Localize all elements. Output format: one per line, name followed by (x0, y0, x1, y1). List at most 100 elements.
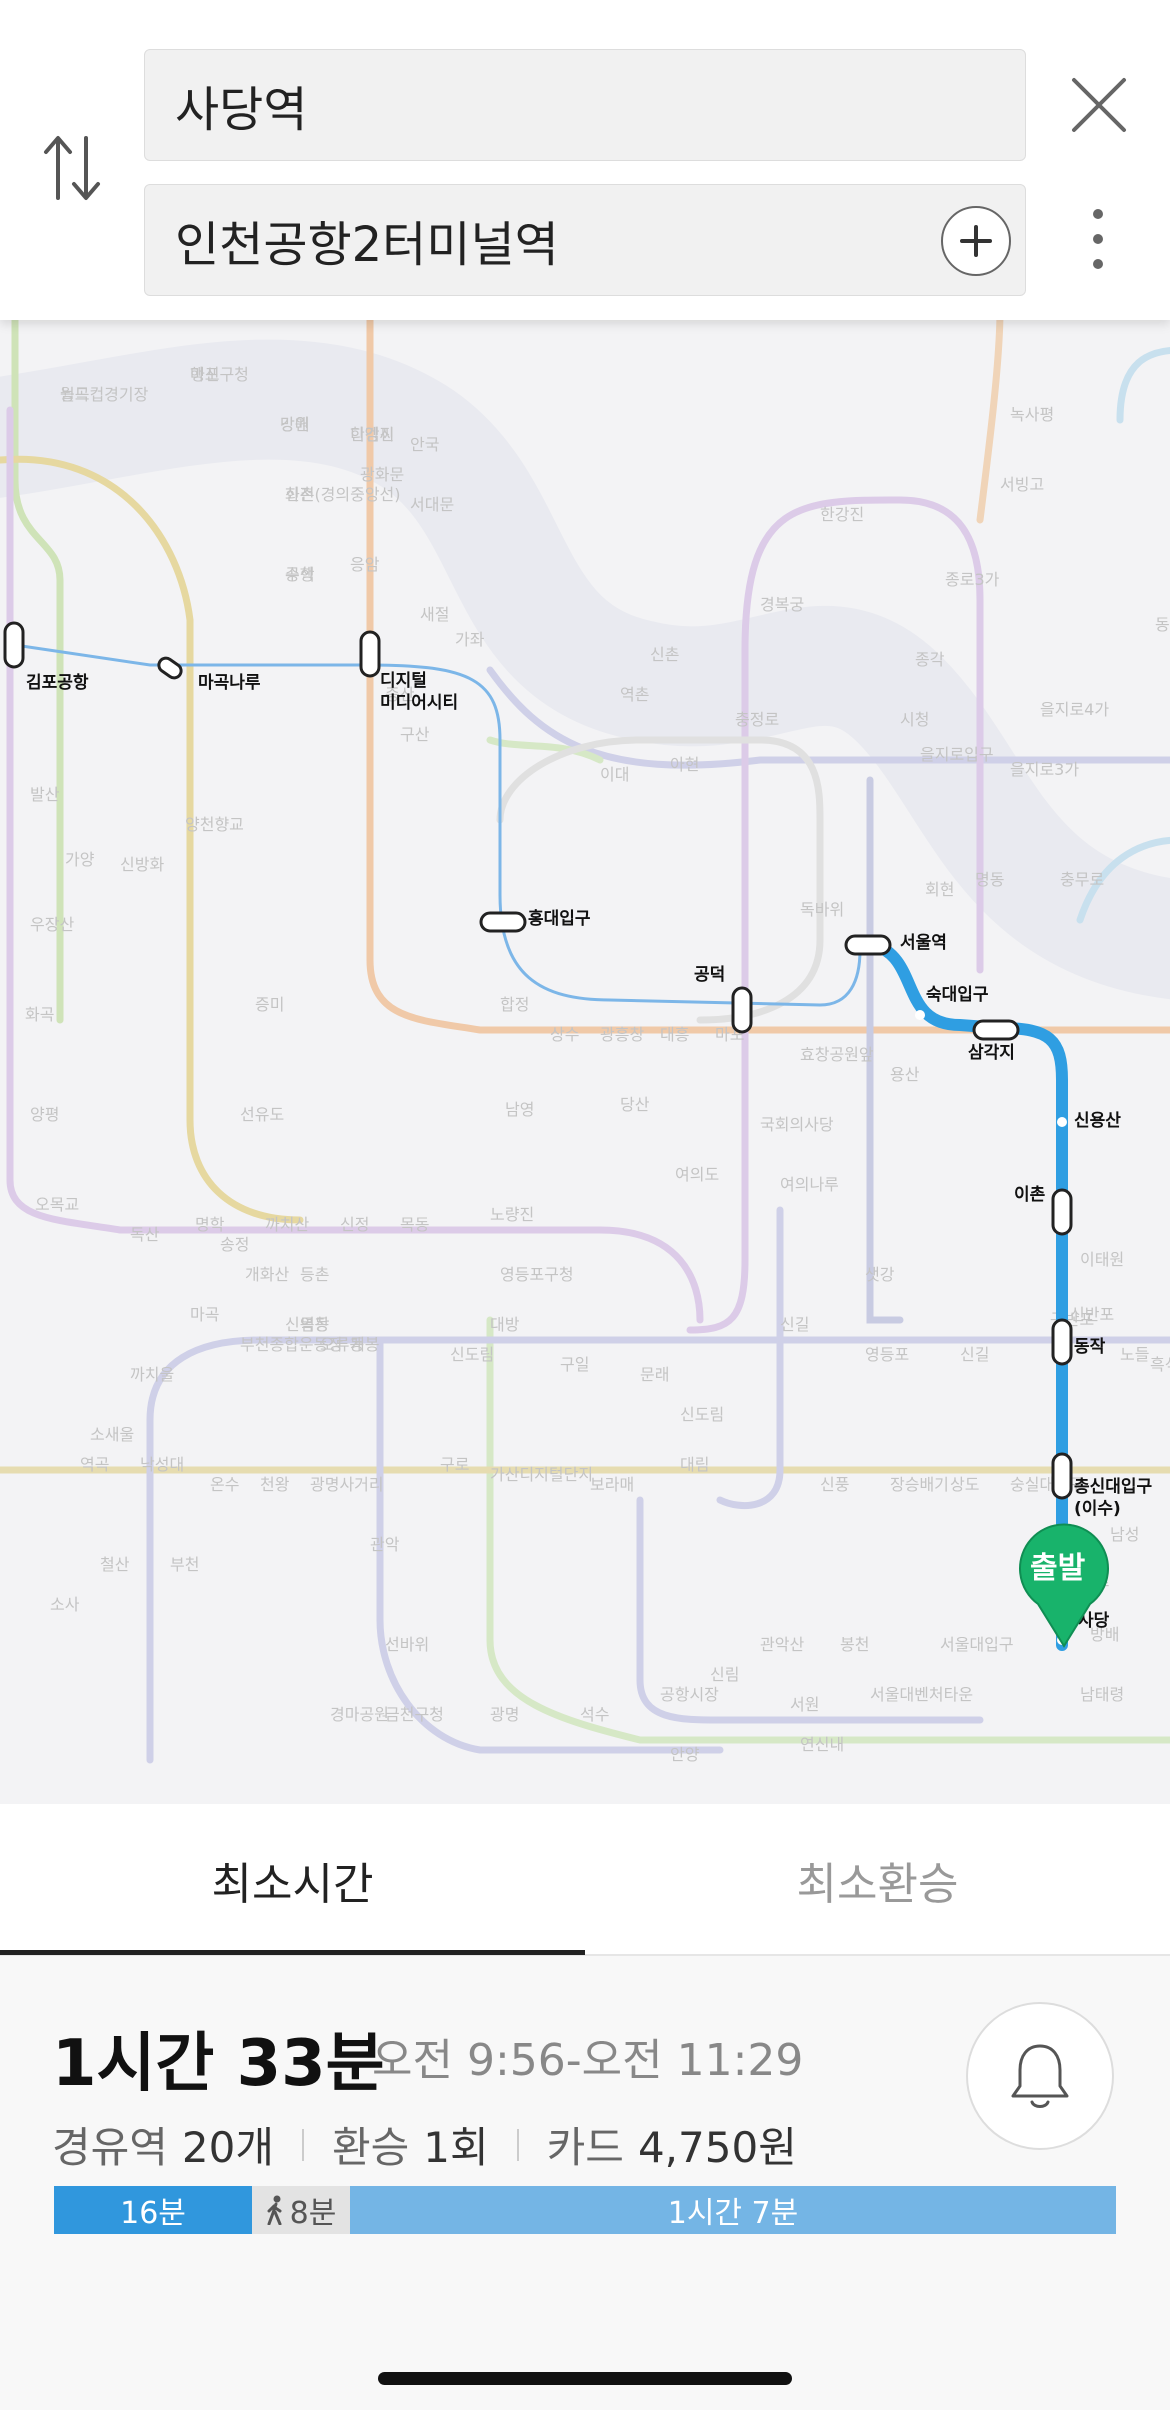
background-station-label: 을지로입구 (920, 745, 994, 764)
background-station-label: 응암 (350, 555, 380, 574)
background-station-label: 안국 (410, 435, 439, 454)
more-vertical-icon[interactable] (1082, 206, 1114, 272)
route-station-label: 공덕 (694, 965, 725, 985)
transfers-value: 1회 (423, 2123, 489, 2172)
background-station-label: 안양 (670, 1745, 700, 1764)
route-station-marker (1051, 1188, 1073, 1236)
background-station-label: 방배 (1090, 1625, 1119, 1644)
background-station-label: 새절 (420, 605, 449, 624)
route-line-airport (14, 643, 875, 1007)
background-station-label: 관악 (370, 1535, 400, 1554)
segment-airport-railroad: 1시간 7분 (350, 2186, 1116, 2234)
background-station-label: 효창공원앞 (800, 1045, 874, 1064)
background-station-label: 등촌 (300, 1265, 329, 1284)
background-station-label: 까치산 (265, 1215, 309, 1234)
background-station-label: 금천구청 (385, 1705, 444, 1724)
background-station-label: 양평 (30, 1105, 59, 1124)
swap-arrows-icon[interactable] (38, 128, 106, 208)
background-station-label: 소새울 (90, 1425, 134, 1444)
background-station-label: 강매 (280, 415, 309, 434)
background-station-label: 한강진 (350, 425, 394, 444)
background-station-label: 수색 (285, 565, 314, 584)
background-station-label: 마포구청 (190, 365, 249, 384)
route-station-marker (1057, 1117, 1067, 1127)
background-station-label: 석수 (580, 1705, 609, 1724)
background-station-label: 신반포 (1070, 1305, 1114, 1324)
tab-fastest[interactable]: 최소시간 (211, 1859, 374, 1910)
route-station-marker (1051, 1452, 1073, 1500)
divider (302, 2128, 305, 2161)
tab-indicator (0, 1950, 585, 1955)
line-sillim2 (716, 1206, 784, 1509)
route-station-label: 서울역 (900, 933, 947, 953)
background-station-label: 경복궁 (760, 595, 804, 614)
origin-input[interactable]: 사당역 (144, 49, 1026, 161)
background-station-label: 발산 (30, 785, 60, 804)
background-station-label: 화전 (285, 485, 314, 504)
route-sheet: 최소시간 최소환승 1시간 33분 오전 9:56-오전 11:29 경유역 2… (0, 1804, 1170, 2410)
background-station-label: 가양 (65, 850, 95, 869)
background-station-label: 신정 (340, 1215, 369, 1234)
background-station-label: 아현 (670, 755, 699, 774)
river (0, 339, 1170, 1000)
background-station-label: 이대 (600, 765, 629, 784)
background-station-label: 명학 (195, 1215, 225, 1234)
segment-label: 8분 (289, 2196, 337, 2231)
background-station-label: 광흥창 (600, 1025, 644, 1044)
background-station-label: 국회의사당 (760, 1115, 834, 1134)
background-station-label: 여의나루 (780, 1175, 839, 1194)
background-station-label: 광명 (490, 1705, 519, 1724)
home-indicator[interactable] (378, 2372, 792, 2385)
background-station-label: 대방 (490, 1315, 520, 1334)
background-station-label: 보라매 (590, 1475, 634, 1494)
background-station-label: 신도림 (680, 1405, 724, 1424)
background-station-label: 종각 (915, 650, 945, 669)
background-station-label: 소사 (50, 1595, 80, 1614)
background-station-label: 디엠씨 (350, 425, 394, 444)
background-station-label: 선유도 (240, 1105, 284, 1124)
background-station-label: 남태령 (1080, 1685, 1124, 1704)
route-station-label: 홍대입구 (528, 908, 591, 929)
route-summary[interactable]: 1시간 33분 오전 9:56-오전 11:29 경유역 20개 환승 1회 카… (0, 1956, 1170, 2410)
background-station-label: 선바위 (385, 1635, 429, 1654)
background-station-label: 신목동 (285, 1315, 329, 1334)
line-5c (686, 646, 749, 1334)
route-station-marker (844, 934, 892, 956)
background-station-label: 신풍 (820, 1475, 849, 1494)
route-meta: 경유역 20개 환승 1회 카드 4,750원 (52, 2114, 797, 2175)
transfers-label: 환승 (332, 2123, 410, 2172)
background-station-label: 오류동 (320, 1335, 364, 1354)
walk-icon (267, 2195, 282, 2225)
background-station-label: 낙성대 (140, 1455, 184, 1474)
background-station-label: 능곡 (60, 385, 89, 404)
close-icon[interactable] (1070, 76, 1128, 134)
background-station-label: 목동 (400, 1215, 429, 1234)
background-station-label: 공항 (285, 565, 315, 584)
alarm-button[interactable] (966, 2002, 1114, 2150)
tab-fewest-transfers[interactable]: 최소환승 (796, 1859, 959, 1910)
background-station-label: 봉천 (840, 1635, 869, 1654)
origin-text: 사당역 (175, 82, 308, 138)
background-station-label: 염창 (300, 1315, 330, 1334)
background-station-label: 경마공원 (330, 1705, 389, 1724)
route-station-label: 마곡나루 (198, 673, 261, 693)
background-station-label: 상도 (950, 1475, 979, 1494)
route-time-range: 오전 9:56-오전 11:29 (372, 2035, 804, 2086)
background-station-label: 여의도 (675, 1165, 719, 1184)
background-station-label: 관악산 (760, 1635, 804, 1654)
route-station-label: 총신대입구(이수) (1074, 1477, 1153, 1519)
line-gyeongchun2 (1116, 346, 1170, 424)
background-station-label: 상수 (550, 1025, 579, 1044)
bell-icon (1011, 2044, 1069, 2108)
add-stop-button[interactable] (941, 206, 1011, 276)
divider (516, 2128, 519, 2161)
background-station-label: 남영 (505, 1100, 534, 1119)
destination-input[interactable]: 인천공항2터미널역 (144, 184, 1026, 296)
background-station-label: 한강진 (820, 505, 864, 524)
background-station-label: 독산 (130, 1225, 160, 1244)
line-5 (486, 666, 1170, 769)
background-station-label: 월드컵경기장 (60, 385, 149, 404)
